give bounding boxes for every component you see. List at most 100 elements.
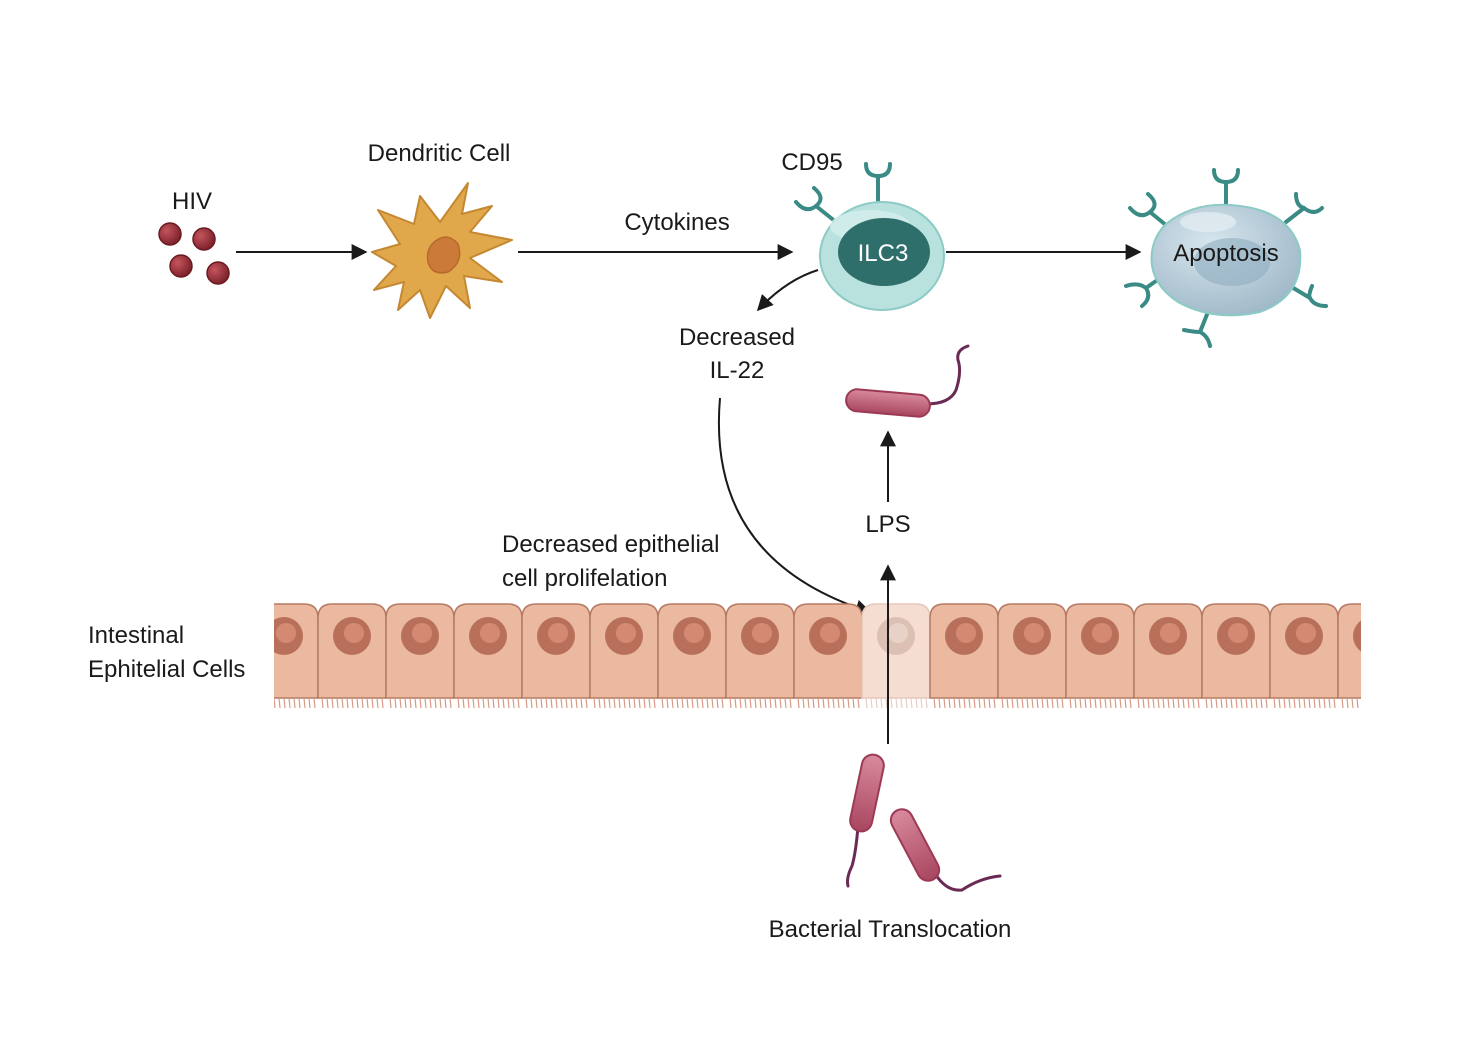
microvillus [308, 697, 311, 709]
microvillus [895, 697, 898, 709]
cd95-receptor [864, 162, 892, 202]
microvillus [910, 697, 913, 709]
microvillus [1031, 697, 1034, 709]
microvillus [686, 697, 689, 709]
decreased-il22-label-line2: IL-22 [710, 357, 765, 384]
microvillus [789, 697, 792, 709]
microvillus [351, 697, 354, 709]
microvillus [865, 697, 868, 709]
cd95-receptor [1284, 192, 1324, 224]
microvillus [721, 697, 724, 709]
microvillus [429, 697, 432, 709]
microvillus [983, 697, 986, 709]
microvillus [298, 697, 301, 709]
microvillus [1323, 697, 1326, 709]
microvillus [933, 697, 936, 709]
microvillus [1308, 697, 1311, 709]
microvillus [1402, 698, 1403, 708]
cd95-receptor [1182, 310, 1212, 348]
microvillus [993, 697, 996, 709]
microvillus [303, 697, 306, 709]
cd95-label: CD95 [781, 149, 842, 176]
microvillus [259, 698, 260, 708]
microvillus [264, 698, 265, 708]
microvillus [797, 697, 800, 709]
bacterium-flagellum [846, 824, 860, 888]
microvillus [371, 697, 374, 709]
microvillus [1114, 697, 1117, 709]
microvillus [1372, 698, 1373, 708]
microvillus [1011, 697, 1014, 709]
microvillus [900, 697, 903, 709]
dendritic-cell-nucleus [426, 236, 461, 274]
apoptotic-cell [1124, 168, 1328, 348]
microvillus [948, 697, 951, 709]
microvillus [1351, 697, 1354, 709]
microvillus [497, 697, 500, 709]
epithelial-cell-nucleolus [888, 623, 908, 643]
epithelial-cell-nucleolus [752, 623, 772, 643]
microvillus [1177, 697, 1180, 709]
microvillus [832, 697, 835, 709]
microvillus [326, 697, 329, 709]
microvillus [744, 697, 747, 709]
epithelial-prolif-label-line1: Decreased epithelial [502, 531, 719, 558]
microvillus [885, 697, 888, 709]
microvillus [666, 697, 669, 709]
bacterium-body [849, 753, 885, 833]
microvillus [648, 697, 651, 709]
microvillus [1192, 697, 1195, 709]
microvillus [852, 697, 855, 709]
microvillus [1061, 697, 1064, 709]
microvillus [1162, 697, 1165, 709]
microvillus [870, 697, 873, 709]
bacterium-body [845, 388, 931, 418]
microvillus [404, 697, 407, 709]
microvillus [1069, 697, 1072, 709]
microvillus [1341, 697, 1344, 709]
microvillus [1089, 697, 1092, 709]
microvillus [875, 697, 878, 709]
epithelial-cell-nucleolus [1296, 623, 1316, 643]
microvillus [1197, 697, 1200, 709]
microvillus [545, 697, 548, 709]
microvillus [1230, 697, 1233, 709]
microvillus [1124, 697, 1127, 709]
microvillus [759, 697, 762, 709]
microvillus [1094, 697, 1097, 709]
microvillus [1109, 697, 1112, 709]
microvillus [376, 697, 379, 709]
microvillus [1157, 697, 1160, 709]
microvillus [254, 698, 255, 708]
microvillus [691, 697, 694, 709]
microvillus [331, 697, 334, 709]
microvillus [560, 697, 563, 709]
epithelial-cell-nucleolus [480, 623, 500, 643]
microvillus [628, 697, 631, 709]
microvillus [857, 697, 860, 709]
microvillus [1260, 697, 1263, 709]
microvillus [462, 697, 465, 709]
microvillus [389, 697, 392, 709]
intestinal-label-line2: Ephitelial Cells [88, 656, 245, 683]
microvillus [603, 697, 606, 709]
hiv-particle [192, 227, 216, 251]
microvillus [1303, 697, 1306, 709]
microvillus [434, 697, 437, 709]
microvillus [1288, 697, 1291, 709]
microvillus [633, 697, 636, 709]
microvillus [444, 697, 447, 709]
microvillus [1001, 697, 1004, 709]
microvillus [570, 697, 573, 709]
microvillus [1220, 697, 1223, 709]
microvillus [1318, 697, 1321, 709]
bacterium [889, 808, 1002, 892]
microvillus [585, 697, 588, 709]
cd95-receptor [794, 186, 838, 224]
microvillus [643, 697, 646, 709]
epithelial-cell-nucleolus [1024, 623, 1044, 643]
microvillus [1293, 697, 1296, 709]
microvillus [593, 697, 596, 709]
microvillus [613, 697, 616, 709]
microvillus [764, 697, 767, 709]
